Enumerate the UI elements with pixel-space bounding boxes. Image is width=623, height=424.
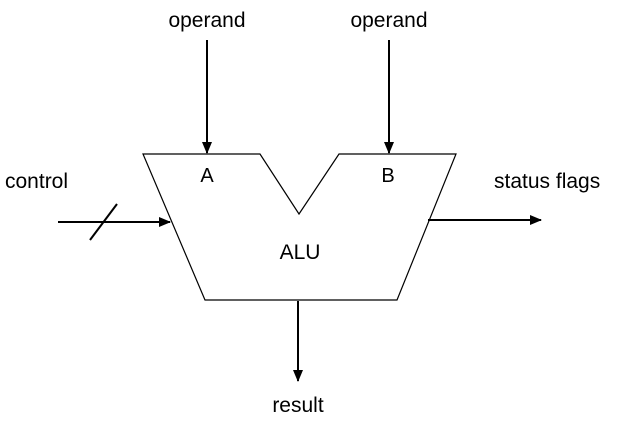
status-flags-label: status flags <box>494 170 600 193</box>
port-b-label: B <box>381 165 394 187</box>
operand-a-label: operand <box>168 9 245 32</box>
control-label: control <box>5 170 68 193</box>
result-label: result <box>272 394 324 417</box>
alu-label: ALU <box>280 241 321 264</box>
operand-b-label: operand <box>350 9 427 32</box>
bus-slash-icon <box>89 203 118 241</box>
port-a-label: A <box>200 165 214 187</box>
alu-block <box>142 153 457 301</box>
